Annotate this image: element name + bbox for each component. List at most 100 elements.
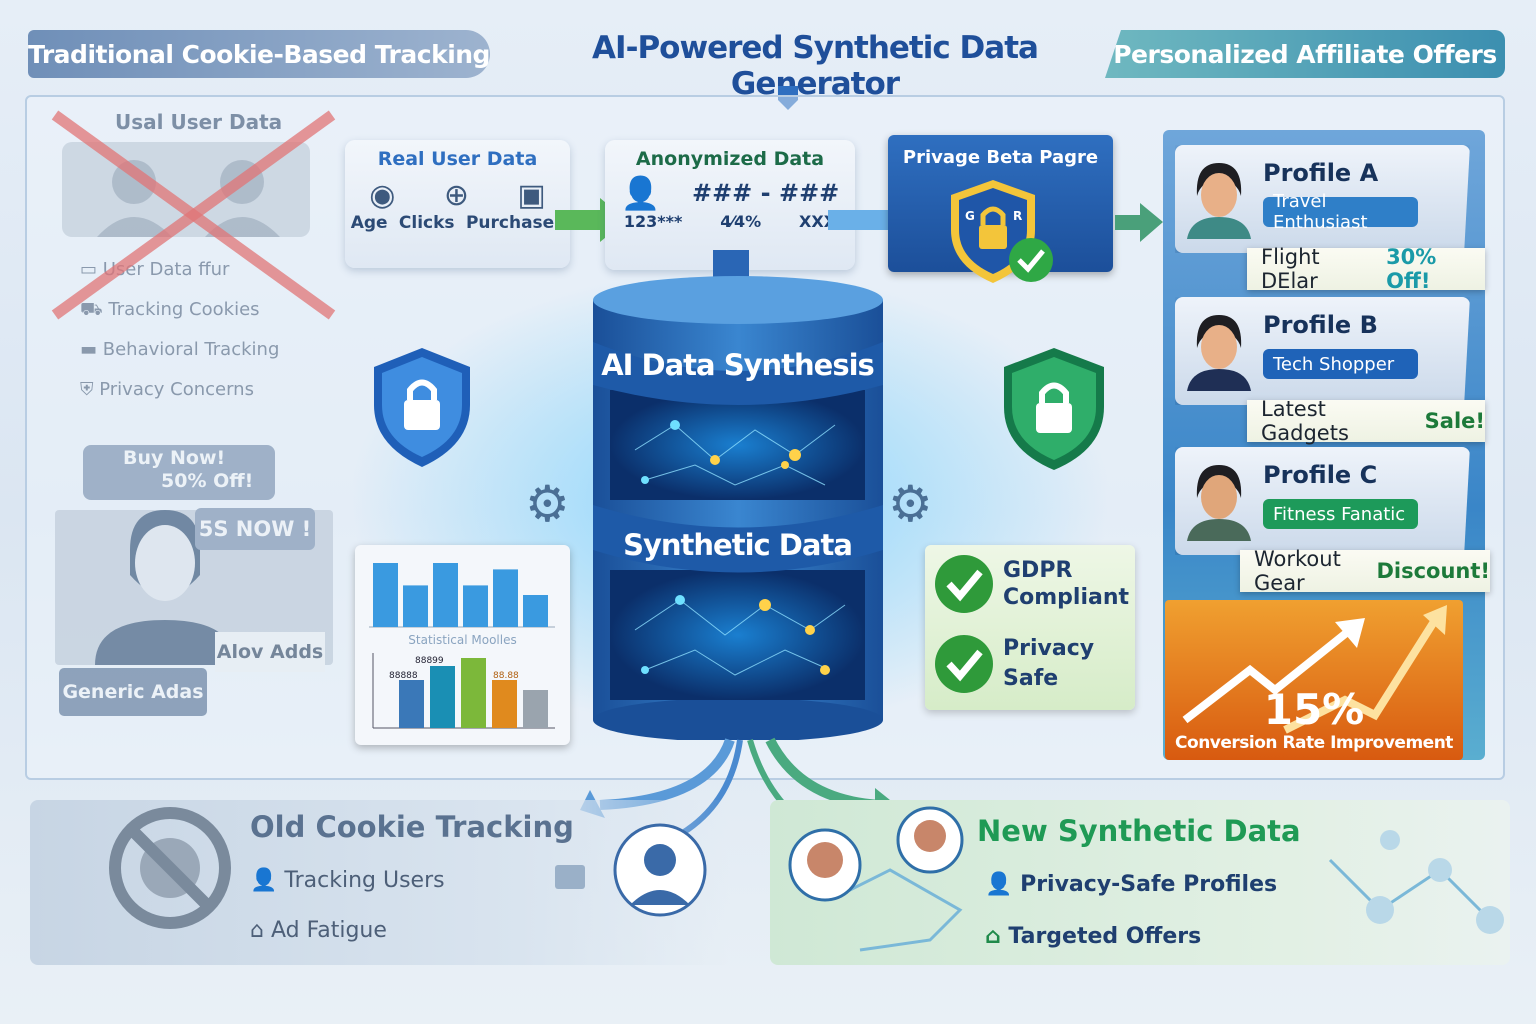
item-text: GDPR: [1003, 558, 1073, 583]
bar: [399, 680, 424, 728]
warning-house-icon: ⌂: [250, 918, 264, 943]
green-shield-lock-icon: [1004, 348, 1104, 470]
item-label: Age: [350, 213, 388, 233]
wallet-icon: ▣: [517, 178, 546, 213]
globe-icon: ⊕: [443, 178, 469, 213]
profile-tag: Tech Shopper: [1263, 349, 1418, 379]
banner-text: Traditional Cookie-Based Tracking: [28, 39, 490, 69]
item-text: Ad Fatigue: [270, 918, 387, 943]
item-text: Privacy: [1003, 636, 1095, 661]
masked-value: XXX: [799, 212, 837, 231]
item-text: Safe: [1003, 666, 1059, 691]
profile-card[interactable]: Profile A Travel Enthusiast: [1175, 145, 1470, 253]
ad-bubble: 5S NOW !: [195, 508, 315, 550]
person-silhouette-icon: [95, 510, 235, 665]
list-item: ▬ Behavioral Tracking: [80, 330, 279, 370]
card-title: Real User Data: [377, 148, 538, 170]
profile-card[interactable]: Profile C Fitness Fanatic: [1175, 447, 1470, 555]
list-item: ⛨ Privacy Concerns: [80, 370, 279, 410]
item-text: Privacy Concerns: [99, 379, 254, 400]
arrow-right-icon: [1115, 203, 1163, 242]
old-cookie-tracking-panel: Old Cookie Tracking 👤 Tracking Users ⌂ A…: [30, 800, 730, 965]
list-item: ⌂ Ad Fatigue: [250, 918, 387, 943]
cross-out-icon: [51, 110, 336, 320]
profile-name: Profile A: [1263, 159, 1379, 187]
profile-tag: Fitness Fanatic: [1263, 499, 1418, 529]
check-circle-icon: [935, 555, 993, 613]
card-title: Privage Beta Pagre: [902, 147, 1099, 168]
ad-text: 50% Off!: [161, 470, 254, 492]
item-text: Privacy-Safe Profiles: [1020, 872, 1278, 897]
trend-up-arrow-icon: [1182, 605, 1447, 734]
banner-text: Personalized Affiliate Offers: [1113, 39, 1497, 69]
bar: [403, 585, 428, 627]
affiliate-offers-banner: Personalized Affiliate Offers: [1105, 30, 1505, 78]
gear-icon: ⚙: [888, 475, 933, 533]
shield-icon: ⛨: [80, 379, 94, 400]
new-data-title: New Synthetic Data: [977, 814, 1301, 848]
item-label: Clicks: [398, 213, 455, 233]
item-text: Tracking Users: [284, 868, 445, 893]
gear-icon: ⚙: [525, 475, 570, 533]
cookie-truck-icon: ⛟: [80, 299, 103, 320]
item-text: Behavioral Tracking: [102, 339, 280, 360]
bar: [430, 666, 455, 728]
shield-letter: G: [965, 209, 975, 223]
bar: [373, 563, 398, 627]
real-user-data-card: Real User Data ◉ ⊕ ▣ Age Clicks Purchases: [345, 140, 570, 268]
bar: [433, 563, 458, 627]
offer-highlight: 30% Off!: [1386, 245, 1437, 293]
check-circle-icon: [935, 635, 993, 693]
offer-banner[interactable]: Latest Gadgets Sale!: [1247, 397, 1485, 445]
ad-label: Generic Adas: [59, 668, 207, 716]
list-item: ⌂ Targeted Offers: [985, 924, 1201, 949]
avatar: [1187, 315, 1251, 391]
anonymized-data-card: Anonymized Data 👤### - ### 123***4⁄4%XXX: [605, 140, 855, 270]
ad-bubble: Buy Now!50% Off!: [83, 445, 275, 500]
bar: [463, 585, 488, 627]
new-synthetic-data-panel: New Synthetic Data 👤 Privacy-Safe Profil…: [770, 800, 1510, 965]
bar: [523, 595, 548, 627]
user-icon: 👤: [250, 868, 278, 893]
profile-name: Profile C: [1263, 461, 1378, 489]
user-icon: 👤: [620, 174, 661, 212]
generic-ads-panel: Buy Now!50% Off! 5S NOW ! Alov Adds Gene…: [55, 440, 335, 740]
bar-label: 88888: [389, 671, 418, 681]
conversion-label: Conversion Rate Improvement: [1175, 733, 1453, 753]
profile-tag: Travel Enthusiast: [1263, 191, 1418, 233]
crossed-title: Usal User Data: [115, 110, 283, 134]
no-cookie-icon: [109, 807, 231, 929]
toggle-icon: ▬: [80, 339, 98, 360]
offer-banner[interactable]: Flight DElar 30% Off!: [1247, 245, 1485, 293]
network-icon: [788, 806, 1504, 952]
ad-label: Alov Adds: [215, 632, 325, 672]
age-icon: ◉: [369, 178, 396, 213]
offer-banner[interactable]: Workout Gear Discount!: [1240, 547, 1490, 595]
conversion-value: 15%: [1263, 685, 1365, 734]
offer-highlight: Sale!: [1424, 409, 1485, 433]
user-pin-icon: 👤: [985, 872, 1013, 897]
item-text: Compliant: [1003, 585, 1130, 610]
item-text: Tracking Cookies: [108, 299, 260, 320]
traditional-tracking-banner: Traditional Cookie-Based Tracking: [28, 30, 490, 78]
bar: [492, 680, 517, 728]
bar: [493, 569, 518, 627]
crossed-user-data: Usal User Data ▭ User Data ffur ⛟ Tracki…: [50, 110, 340, 410]
page-title: AI-Powered Synthetic Data Generator: [592, 30, 1039, 102]
list-item: 👤 Tracking Users: [250, 868, 445, 893]
synthetic-data-label: Synthetic Data: [623, 528, 853, 562]
item-label: Purchases: [465, 213, 565, 233]
profile-card[interactable]: Profile B Tech Shopper: [1175, 297, 1470, 405]
offer-text: Latest Gadgets: [1261, 397, 1349, 445]
profile-name: Profile B: [1263, 311, 1378, 339]
blue-shield-lock-icon: [374, 348, 470, 467]
masked-value: 4⁄4%: [720, 212, 762, 231]
shield-letter: R: [1013, 209, 1022, 223]
offer-text: Workout Gear: [1254, 547, 1341, 595]
avatar: [1187, 163, 1251, 239]
